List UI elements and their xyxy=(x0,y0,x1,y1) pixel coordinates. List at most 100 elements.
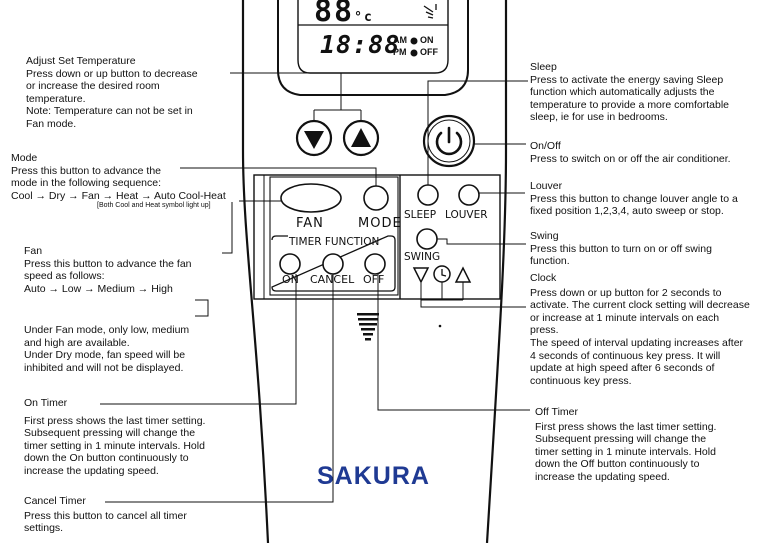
annotation-on-timer: On Timer First press shows the last time… xyxy=(24,397,205,478)
down-triangle-icon xyxy=(304,131,324,149)
annotation-swing: Swing Press this button to turn on or of… xyxy=(530,230,712,268)
annotation-line: Press this button to advance the xyxy=(11,164,162,177)
swing-button-shape xyxy=(416,228,438,250)
annotation-line: Subsequent pressing will change the xyxy=(535,433,707,446)
annotation-title: Mode xyxy=(11,152,38,164)
fan-button-shape xyxy=(280,183,342,213)
annotation-line: sleep, ie for use in bedrooms. xyxy=(530,111,668,124)
mode-button-shape xyxy=(363,185,389,211)
annotation-title: Louver xyxy=(530,180,563,192)
louver-button-label: LOUVER xyxy=(445,209,488,221)
fan-button-label: FAN xyxy=(296,216,324,231)
brand-logo: SAKURA xyxy=(317,462,430,490)
annotation-mode: Mode Press this button to advance the mo… xyxy=(11,152,226,210)
annotation-line: Press this button to advance the fan xyxy=(24,257,192,270)
annotation-line: or increase at 1 minute intervals on eac… xyxy=(530,311,720,324)
annotation-line: timer setting in 1 minute intervals. Hol… xyxy=(535,445,716,458)
annotation-line: Auto → Low → Medium → High xyxy=(24,282,173,295)
clock-readout: 18:88 xyxy=(320,30,401,59)
annotation-line: increase the updating speed. xyxy=(535,470,670,483)
annotation-fan-extra: Under Fan mode, only low, medium and hig… xyxy=(24,324,189,374)
annotation-line: Press down or up button for 2 seconds to xyxy=(530,286,722,299)
power-icon xyxy=(435,131,463,156)
annotation-line: inhibited and will not be displayed. xyxy=(24,361,184,374)
leader-lines xyxy=(100,72,530,503)
annotation-title: Adjust Set Temperature xyxy=(26,55,136,67)
annotation-line: function which automatically adjusts the xyxy=(530,86,715,99)
annotation-fan: Fan Press this button to advance the fan… xyxy=(24,245,192,295)
annotation-off-timer: Off Timer First press shows the last tim… xyxy=(535,406,716,484)
annotation-line: timer setting in 1 minute intervals. Hol… xyxy=(24,439,205,452)
timer-function-label: TIMER FUNCTION xyxy=(289,236,380,248)
clock-down-triangle-icon xyxy=(412,267,430,284)
annotation-line: mode in the following sequence: xyxy=(11,177,162,190)
annotation-louver: Louver Press this button to change louve… xyxy=(530,180,738,218)
timer-on-button-label: ON xyxy=(282,273,299,286)
annotation-note: [Both Cool and Heat symbol light up] xyxy=(97,202,211,210)
off-indicator-icon xyxy=(410,49,418,57)
annotation-title: Swing xyxy=(530,230,559,242)
annotation-adjust-temp: Adjust Set Temperature Press down or up … xyxy=(26,55,198,131)
louver-button-shape xyxy=(458,184,480,206)
sleep-button-label: SLEEP xyxy=(404,209,437,221)
annotation-title: Sleep xyxy=(530,61,557,73)
timer-cancel-button-label: CANCEL xyxy=(310,273,355,286)
timer-off-button-shape xyxy=(364,253,386,275)
annotation-line: temperature. xyxy=(26,92,86,105)
annotation-line: Cool → Dry → Fan → Heat → Auto Cool-Heat xyxy=(11,189,226,202)
ir-emitter-icon xyxy=(357,313,379,341)
annotation-line: Press this button to change louver angle… xyxy=(530,192,738,205)
annotation-line: activate. The current clock setting will… xyxy=(530,299,750,312)
temp-unit: °c xyxy=(354,10,374,25)
up-triangle-icon xyxy=(351,128,371,147)
swing-button-label: SWING xyxy=(404,251,441,263)
annotation-line: update at high speed after 6 seconds of xyxy=(530,362,715,375)
am-label: AM xyxy=(393,35,407,45)
annotation-title: On/Off xyxy=(530,140,561,152)
annotation-line: Under Fan mode, only low, medium xyxy=(24,324,190,336)
annotation-line: fixed position 1,2,3,4, auto sweep or st… xyxy=(530,205,724,218)
annotation-line: Subsequent pressing will change the xyxy=(24,427,196,440)
annotation-line: speed as follows: xyxy=(24,270,105,283)
annotation-line: Press to activate the energy saving Slee… xyxy=(530,73,724,86)
off-label: OFF xyxy=(420,47,438,57)
annotation-title: Off Timer xyxy=(535,406,578,418)
clock-up-triangle-icon xyxy=(454,266,472,283)
sleep-button-shape xyxy=(417,184,439,206)
timer-off-button-label: OFF xyxy=(363,273,385,286)
temperature-readout: 88°c xyxy=(314,0,374,29)
annotation-onoff: On/Off Press to switch on or off the air… xyxy=(530,140,731,165)
sun-icon xyxy=(423,4,437,19)
annotation-sleep: Sleep Press to activate the energy savin… xyxy=(530,61,729,124)
mode-button-label: MODE xyxy=(358,216,402,231)
annotation-cancel-timer: Cancel Timer Press this button to cancel… xyxy=(24,495,187,535)
remote-body-outline xyxy=(241,0,508,543)
annotation-title: Fan xyxy=(24,245,43,257)
annotation-line: increase the updating speed. xyxy=(24,464,159,477)
annotation-line: Note: Temperature can not be set in xyxy=(26,105,193,118)
timer-on-button-shape xyxy=(279,253,301,275)
annotation-title: Clock xyxy=(530,272,557,284)
temp-digits: 88 xyxy=(314,0,355,29)
annotation-line: down the On button continuously to xyxy=(24,452,189,465)
annotation-line: settings. xyxy=(24,522,64,535)
annotation-line: function. xyxy=(530,255,570,268)
annotation-title: On Timer xyxy=(24,397,68,409)
annotation-line: continuous key press. xyxy=(530,374,632,387)
annotation-line: 4 seconds of continuous key press. It wi… xyxy=(530,349,721,362)
lower-panel xyxy=(253,174,501,300)
annotation-title: Cancel Timer xyxy=(24,495,86,507)
display-frame xyxy=(277,0,469,96)
timer-function-box xyxy=(271,235,396,292)
left-button-frame xyxy=(269,176,399,296)
timer-cancel-button-shape xyxy=(322,253,344,275)
annotation-line: and high are available. xyxy=(24,336,130,349)
on-label: ON xyxy=(420,35,434,45)
annotation-line: Press this button to turn on or off swin… xyxy=(530,242,712,255)
annotation-line: Press this button to cancel all timer xyxy=(24,509,187,522)
annotation-line: temperature to provide a more comfortabl… xyxy=(530,98,730,111)
annotation-line: First press shows the last timer setting… xyxy=(535,420,717,433)
annotation-line: The speed of interval updating increases… xyxy=(530,336,744,349)
